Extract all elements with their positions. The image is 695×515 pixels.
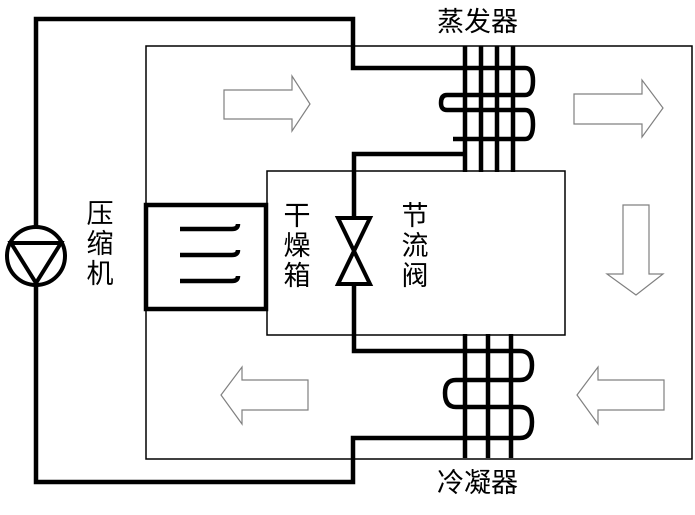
heater-block [143,202,269,312]
refrigerant-pipe-compressor-to-evaporator [33,16,525,230]
evaporator-coil [438,46,536,172]
compressor-label: 压 缩 机 [85,200,115,290]
condenser-coil [442,334,535,458]
airflow-arrow-left-1 [220,365,309,426]
refrigerant-pipe-compressor-to-condenser [33,282,465,485]
drying-chamber-label-char-1: 干 [283,201,311,232]
drying-chamber-label-char-3: 箱 [283,261,311,292]
compressor-symbol [5,225,67,287]
refrigerant-pipe-evaporator-to-valve [351,151,465,218]
condenser-label: 冷凝器 [437,468,518,499]
throttle-valve-label-char-1: 节 [401,201,429,232]
compressor-label-char-1: 压 [86,199,114,230]
airflow-arrow-right-1 [223,73,311,133]
refrigerant-pipe-valve-to-condenser [351,284,465,354]
throttle-valve-label-char-2: 流 [401,231,429,262]
throttle-valve-label: 节 流 阀 [400,202,430,292]
airflow-arrow-left-2 [576,365,665,426]
evaporator-label: 蒸发器 [437,7,518,38]
drying-chamber-label-char-2: 燥 [283,231,311,262]
compressor-label-char-2: 缩 [86,229,114,260]
drying-chamber-label: 干 燥 箱 [282,202,312,292]
airflow-arrow-down [605,204,665,296]
airflow-arrow-right-2 [573,78,664,139]
throttle-valve-symbol [334,216,374,286]
compressor-label-char-3: 机 [86,259,114,290]
throttle-valve-label-char-3: 阀 [401,261,429,292]
